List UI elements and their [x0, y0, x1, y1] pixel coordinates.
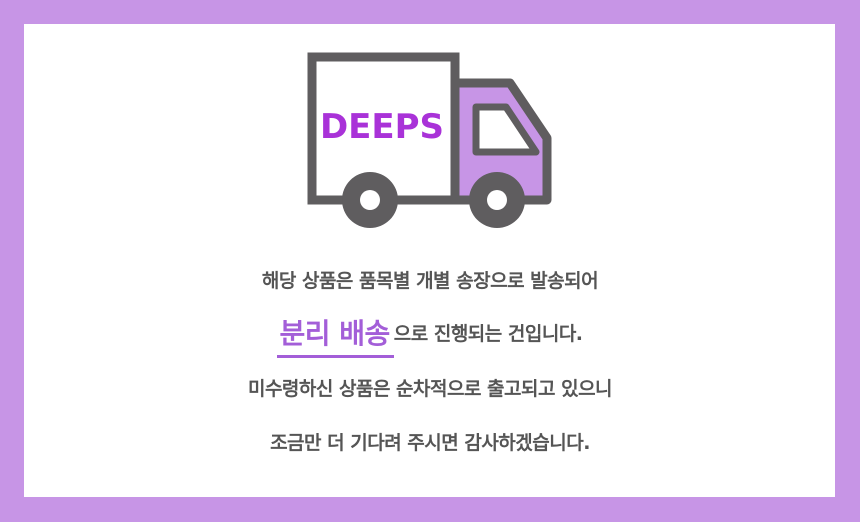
cargo-box [307, 52, 460, 205]
message-line-3: 미수령하신 상품은 순차적으로 출고되고 있으니 [247, 378, 613, 400]
message-line-2-rest: 으로 진행되는 건입니다. [393, 323, 583, 345]
highlight-separate-delivery: 분리 배송 [277, 312, 395, 358]
delivery-truck-icon: DEEPS [307, 52, 552, 228]
brand-label: DEEPS [320, 107, 444, 147]
message-line-4: 조금만 더 기다려 주시면 감사하겠습니다. [270, 432, 590, 454]
cab-window [472, 103, 540, 156]
message-line-1: 해당 상품은 품목별 개별 송장으로 발송되어 [261, 270, 599, 292]
